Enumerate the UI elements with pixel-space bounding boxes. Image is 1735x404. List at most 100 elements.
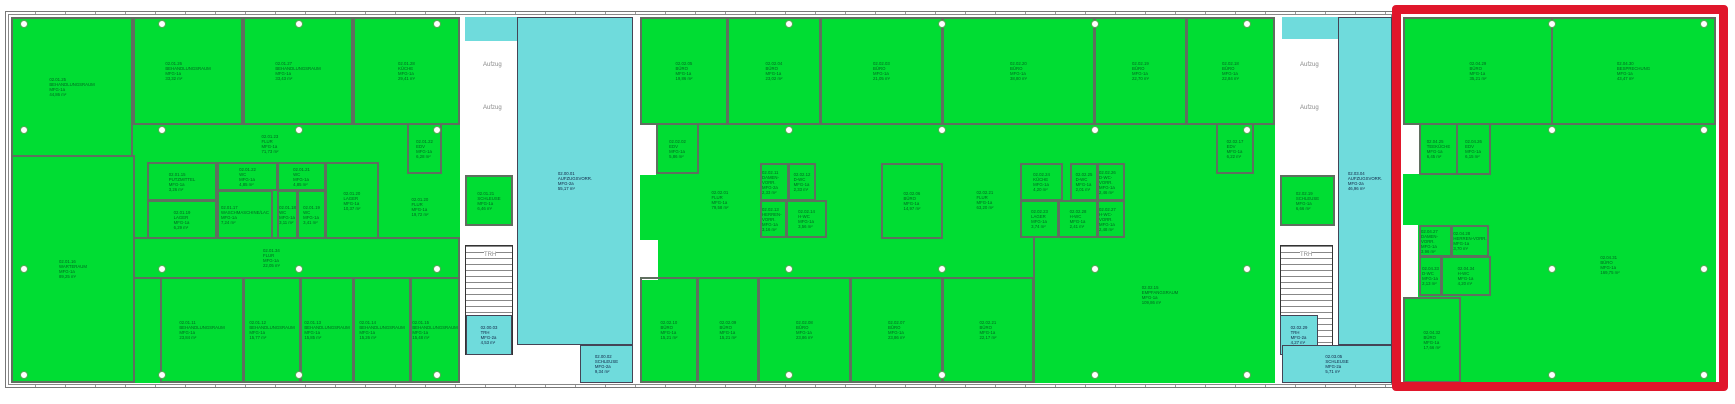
room-flur[interactable]: 02.01.20 FLUR MFG-1a 19,72 m² bbox=[380, 175, 460, 238]
room-lager[interactable]: 02.02.23 LAGER MFG-1a 3,74 m² bbox=[1020, 200, 1059, 238]
column bbox=[20, 126, 28, 134]
column bbox=[1243, 20, 1251, 28]
room-edv[interactable]: 02.02.02 EDV MFG-1a 5,86 m² bbox=[656, 123, 699, 174]
room-damen-wc[interactable]: 02.02.25 D-WC MFG-1a 2,01 m² bbox=[1070, 163, 1098, 201]
room-lager[interactable]: 02.01.20 LAGER MFG-1a 10,37 m² bbox=[325, 162, 379, 239]
room-lager[interactable]: 02.01.19 LAGER MFG-1a 6,29 m² bbox=[147, 200, 217, 239]
room-damen-wc[interactable]: 02.02.12 D-WC MFG-1a 2,33 m² bbox=[788, 163, 816, 201]
room-edv[interactable]: 02.04.26 EDV MFG-1a 6,15 m² bbox=[1456, 123, 1491, 175]
room-waschmaschine[interactable]: 02.01.17 WASCHMASCHINE/LAC MFG-1a 7,24 m… bbox=[217, 190, 273, 239]
left-wing bbox=[11, 17, 460, 383]
room-label: 02.01.26 BEHANDLUNGSRAUM MFG-1a 33,32 m² bbox=[165, 61, 211, 81]
column bbox=[433, 126, 441, 134]
room-edv[interactable]: 02.01.22 EDV MFG-1a 6,28 m² bbox=[407, 123, 442, 174]
room-schleuse[interactable]: 02.02.19 SCHLEUSE MFG-1a 6,66 m² bbox=[1280, 175, 1335, 226]
room-buero[interactable]: 02.02.04 BÜRO MFG-1a 23,02 m² bbox=[727, 17, 821, 125]
room-buero[interactable]: 02.02.20 BÜRO MFG-1a 38,80 m² bbox=[942, 17, 1095, 125]
column bbox=[1243, 265, 1251, 273]
room-label: 02.02.20 BÜRO MFG-1a 38,80 m² bbox=[1010, 61, 1027, 81]
room-buero[interactable]: 02.02.19 BÜRO MFG-1a 22,70 m² bbox=[1094, 17, 1187, 125]
column bbox=[938, 265, 946, 273]
room-buero-large[interactable]: 02.04.31 BÜRO MFG-1a 169,75 m² bbox=[1580, 240, 1640, 290]
room-label: 02.02.14 H-WC MFG-1a 3,56 m² bbox=[798, 209, 815, 229]
room-behandlungsraum[interactable]: 02.01.14 BEHANDLUNGSRAUM MFG-1a 15,26 m² bbox=[353, 277, 411, 383]
room-flur[interactable]: 02.02.21 FLUR MFG-1a 63,20 m² bbox=[960, 180, 1010, 220]
room-damen-vorraum[interactable]: 02.02.26 D-WC-VORR. MFG-1a 2,46 m² bbox=[1097, 163, 1125, 201]
room-herren-wc[interactable]: 02.02.28 H-WC MFG-1a 2,41 m² bbox=[1058, 200, 1098, 238]
room-label: 02.01.12 BEHANDLUNGSRAUM MFG-1a 15,77 m² bbox=[249, 320, 295, 340]
column bbox=[1091, 371, 1099, 379]
room-wc[interactable]: 02.01.19 WC MFG-1a 3,41 m² bbox=[297, 190, 326, 239]
room-label: 02.03.05 SCHLEUSE MFG-2a 5,71 m² bbox=[1325, 354, 1349, 374]
lift-label: Aufzug bbox=[1300, 105, 1319, 111]
room-schleuse[interactable]: 02.01.21 SCHLEUSE MFG-1a 6,46 m² bbox=[465, 175, 513, 226]
stair-label: TRH bbox=[1300, 252, 1313, 258]
room-herren-vorraum[interactable]: 02.02.27 H-WC-VORR. MFG-1a 2,48 m² bbox=[1097, 200, 1125, 238]
room-buero[interactable]: 02.02.03 BÜRO MFG-1a 21,05 m² bbox=[820, 17, 943, 125]
room-label: 02.02.25 D-WC MFG-1a 2,01 m² bbox=[1075, 172, 1093, 192]
room-label: 02.02.24 KÜCHE MFG-1a 4,20 m² bbox=[1033, 172, 1050, 192]
room-herren-wc[interactable]: 02.04.34 H-WC MFG-1a 4,20 m² bbox=[1441, 256, 1491, 296]
room-buero[interactable]: 02.02.07 BÜRO MFG-1a 23,86 m² bbox=[850, 277, 943, 383]
room-label: 02.02.27 H-WC-VORR. MFG-1a 2,48 m² bbox=[1099, 206, 1116, 232]
stair-label: TRH bbox=[484, 252, 497, 258]
room-label: 02.02.13 HERREN-VORR. MFG-1a 3,16 m² bbox=[762, 206, 782, 232]
room-warteraum[interactable]: 02.01.16 WARTERAUM MFG-1a 89,25 m² bbox=[11, 155, 135, 383]
room-behandlungsraum[interactable]: 02.01.12 BEHANDLUNGSRAUM MFG-1a 15,77 m² bbox=[243, 277, 301, 383]
room-label: 02.01.16 WARTERAUM MFG-1a 89,25 m² bbox=[59, 259, 87, 279]
room-behandlungsraum[interactable]: 02.01.15 BEHANDLUNGSRAUM MFG-1a 15,48 m² bbox=[410, 277, 460, 383]
room-behandlungsraum[interactable]: 02.01.27 BEHANDLUNGSRAUM MFG-1a 33,43 m² bbox=[243, 17, 353, 125]
room-edv[interactable]: 02.02.17 EDV MFG-1a 6,22 m² bbox=[1216, 123, 1254, 174]
room-herren-wc[interactable]: 02.02.14 H-WC MFG-1a 3,56 m² bbox=[786, 200, 827, 238]
room-behandlungsraum[interactable]: 02.01.13 BEHANDLUNGSRAUM MFG-1a 15,85 m² bbox=[300, 277, 354, 383]
column bbox=[1548, 371, 1556, 379]
room-putzmittel[interactable]: 02.01.15 PUTZMITTEL MFG-1a 3,26 m² bbox=[147, 162, 217, 201]
room-flur[interactable]: 02.02.01 FLUR MFG-1a 79,58 m² bbox=[700, 180, 740, 220]
room-behandlungsraum[interactable]: 02.01.25 BEHANDLUNGSRAUM MFG-1a 44,86 m² bbox=[11, 17, 133, 157]
room-label: 02.01.22 WC MFG-1a 4,85 m² bbox=[239, 166, 256, 187]
room-buero[interactable]: 02.02.06 BÜRO MFG-1a 14,97 m² bbox=[881, 163, 943, 239]
room-label: 02.04.33 D-WC MFG-1a 2,13 m² bbox=[1422, 266, 1439, 286]
column bbox=[1700, 126, 1708, 134]
room-empfangsraum[interactable]: 02.02.15 EMPFANGSRAUM MFG-1a 109,86 m² bbox=[1130, 270, 1190, 320]
room-label: 02.04.34 H-WC MFG-1a 4,20 m² bbox=[1457, 266, 1475, 286]
room-label: 02.01.21 SCHLEUSE MFG-1a 6,46 m² bbox=[477, 190, 501, 211]
room-buero[interactable]: 02.02.10 BÜRO MFG-1a 15,21 m² bbox=[640, 277, 698, 383]
room-buero[interactable]: 02.02.08 BÜRO MFG-1a 23,86 m² bbox=[758, 277, 851, 383]
room-aufzugsvorraum[interactable]: 02.00.01 AUFZUGSVORR. MFG-2a 55,17 m² bbox=[517, 17, 633, 345]
column bbox=[1548, 126, 1556, 134]
room-besprechung[interactable]: 02.04.30 BESPRECHUNG MFG-1a 43,47 m² bbox=[1551, 17, 1716, 125]
room-schleuse[interactable]: 02.03.05 SCHLEUSE MFG-2a 5,71 m² bbox=[1282, 345, 1392, 383]
room-buero[interactable]: 02.02.05 BÜRO MFG-1a 19,86 m² bbox=[640, 17, 728, 125]
room-behandlungsraum[interactable]: 02.01.11 BEHANDLUNGSRAUM MFG-1a 23,84 m² bbox=[160, 277, 244, 383]
room-kueche[interactable]: 02.01.28 KÜCHE MFG-1a 29,41 m² bbox=[353, 17, 460, 125]
room-label: 02.00.02 SCHLEUSE MFG-2a 9,34 m² bbox=[594, 354, 619, 374]
room-schleuse[interactable]: 02.00.02 SCHLEUSE MFG-2a 9,34 m² bbox=[580, 345, 633, 383]
room-trh[interactable]: 02.00.03 TRH MFG-2a 4,53 m² bbox=[466, 315, 512, 355]
room-buero[interactable]: 02.02.18 BÜRO MFG-1a 22,84 m² bbox=[1186, 17, 1275, 125]
room-wc[interactable]: 02.01.18 WC MFG-1a 3,11 m² bbox=[277, 190, 298, 239]
room-damen-vorraum[interactable]: 02.02.11 DAMEN-VORR. MFG-2a 2,33 m² bbox=[760, 163, 789, 201]
room-label: 02.04.30 BESPRECHUNG MFG-1a 43,47 m² bbox=[1616, 61, 1651, 81]
middle-wing bbox=[640, 17, 1275, 383]
room-wc[interactable]: 02.01.22 WC MFG-1a 4,85 m² bbox=[217, 162, 278, 191]
room-herren-vorraum[interactable]: 02.02.13 HERREN-VORR. MFG-1a 3,16 m² bbox=[760, 200, 787, 238]
room-kueche[interactable]: 02.02.24 KÜCHE MFG-1a 4,20 m² bbox=[1020, 163, 1063, 201]
selection-highlight[interactable] bbox=[1392, 5, 1728, 391]
column bbox=[938, 371, 946, 379]
room-buero[interactable]: 02.02.21 BÜRO MFG-1a 22,17 m² bbox=[942, 277, 1034, 383]
room-buero[interactable]: 02.02.09 BÜRO MFG-1a 15,21 m² bbox=[697, 277, 759, 383]
middle-notch-2 bbox=[640, 240, 658, 280]
room-flur[interactable]: 02.01.23 FLUR MFG-1a 71,73 m² bbox=[133, 125, 407, 162]
room-wc[interactable]: 02.01.21 WC MFG-1a 4,85 m² bbox=[277, 162, 326, 191]
column bbox=[1243, 126, 1251, 134]
column bbox=[1548, 20, 1556, 28]
room-behandlungsraum[interactable]: 02.01.26 BEHANDLUNGSRAUM MFG-1a 33,32 m² bbox=[133, 17, 243, 125]
room-label: 02.01.28 KÜCHE MFG-1a 29,41 m² bbox=[398, 61, 415, 81]
room-label: 02.01.11 BEHANDLUNGSRAUM MFG-1a 23,84 m² bbox=[179, 320, 225, 340]
room-aufzugsvorraum[interactable]: 02.03.04 AUFZUGSVORR. MFG-2a 46,96 m² bbox=[1338, 17, 1392, 345]
room-label: 02.04.29 BÜRO MFG-1a 35,21 m² bbox=[1469, 61, 1487, 81]
room-label: 02.02.08 BÜRO MFG-1a 23,86 m² bbox=[796, 320, 813, 340]
room-label: 02.02.03 BÜRO MFG-1a 21,05 m² bbox=[873, 61, 890, 81]
column bbox=[158, 265, 166, 273]
